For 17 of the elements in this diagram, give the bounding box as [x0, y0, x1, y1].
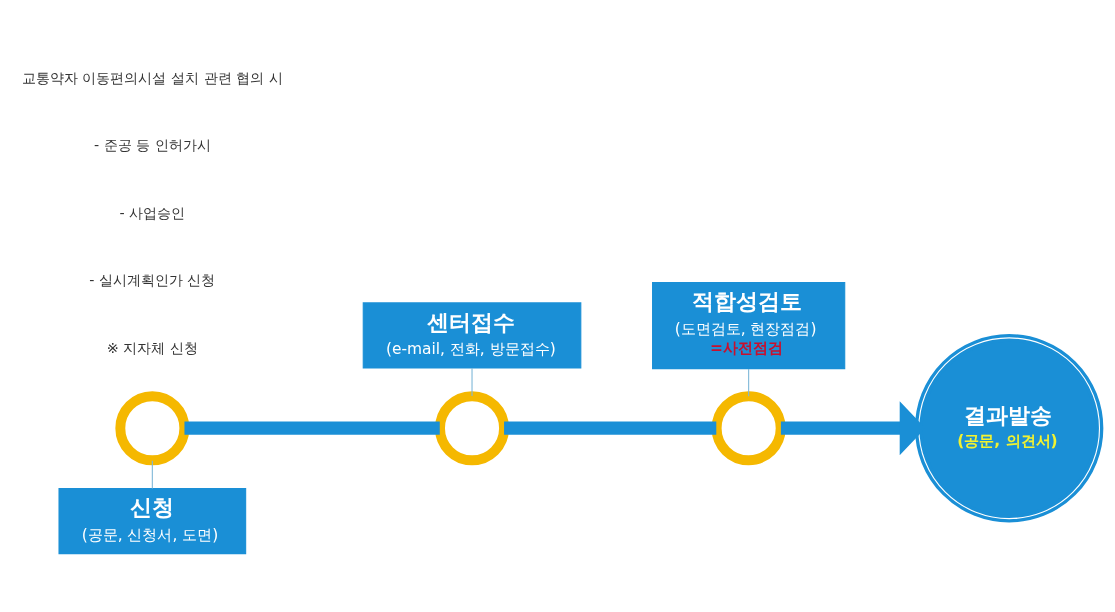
node-box: 센터접수 (e-mail, 전화, 방문접수): [362, 301, 582, 369]
connector: [748, 368, 750, 397]
connector: [151, 459, 153, 489]
connector: [471, 367, 473, 397]
label: 교통약자 이동편의시설 설치 관련 협의 시: [21, 69, 283, 86]
label: - 준공 등 인허가시: [93, 136, 211, 153]
node-circle: [435, 390, 510, 465]
node-circle: 결과발송 (공문, 의견서): [914, 333, 1104, 522]
node-box: 적합성검토 (도면검토, 현장점검) =사전점검: [652, 281, 846, 369]
connector: [184, 421, 440, 435]
connector: [504, 421, 717, 435]
node-box: 신청 (공문, 신청서, 도면): [58, 487, 247, 554]
node-circle: [115, 390, 190, 465]
node-circle: [711, 390, 786, 465]
label: ※ 지자체 신청: [106, 338, 198, 355]
label: - 사업승인: [119, 204, 186, 221]
label: - 실시계획인가 신청: [89, 271, 216, 288]
